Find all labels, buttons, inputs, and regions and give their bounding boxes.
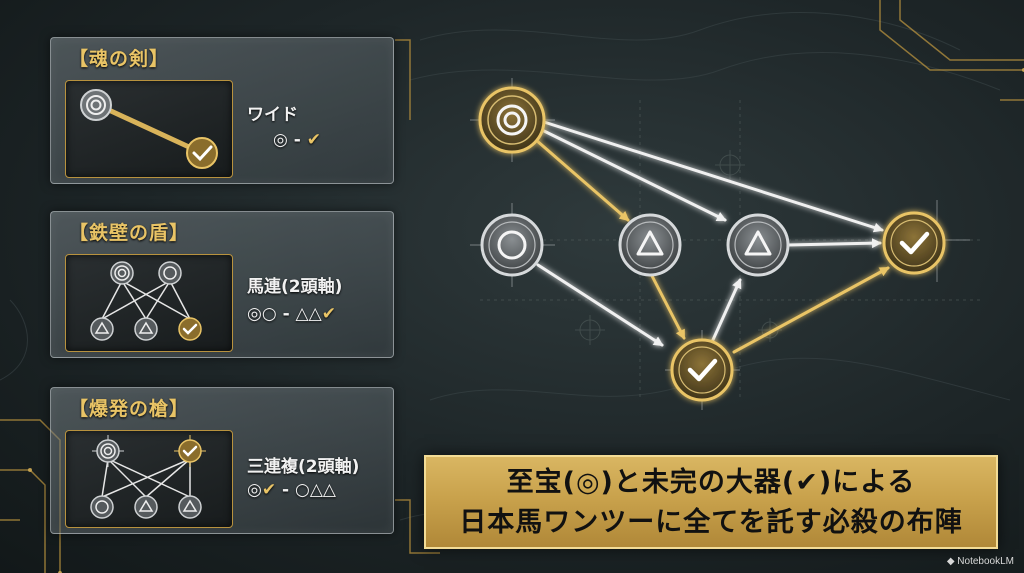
check-icon: ✔	[306, 130, 321, 150]
umaren-bet-graphic	[90, 261, 202, 341]
panel-tamashii-no-tsurugi: 【魂の剣】 ワイド ◎ - ✔	[50, 37, 394, 184]
node-renka-2	[726, 213, 790, 277]
panel-title: 【魂の剣】	[69, 48, 170, 70]
combo-prefix: ◎ -	[273, 130, 307, 150]
node-renka-1	[618, 213, 682, 277]
node-mikan-right	[882, 211, 946, 275]
check-icon	[174, 435, 206, 467]
check-icon: ✔	[321, 304, 336, 324]
umaren-bet-diagram	[65, 254, 233, 352]
caption-line-1: 至宝(◎)と未完の大器(✔)による	[506, 467, 916, 498]
formation-network-diagram	[470, 78, 970, 410]
wide-bet-diagram	[65, 80, 233, 178]
check-icon	[178, 317, 202, 341]
panel-title: 【爆発の槍】	[69, 398, 190, 420]
combo-prefix: ◎	[247, 480, 262, 500]
edge	[534, 138, 630, 222]
edge	[710, 278, 742, 344]
edge	[648, 270, 686, 340]
node-honmei	[478, 86, 546, 154]
triangle-icon	[134, 317, 158, 341]
triangle-icon	[90, 317, 114, 341]
bet-type-label: 三連複(2頭軸)	[247, 457, 360, 477]
check-icon: ✔	[261, 480, 277, 500]
bet-type-label: ワイド	[247, 105, 298, 125]
bet-combination: ◎ - ✔	[273, 130, 321, 150]
brand-watermark: ◆ NotebookLM	[946, 556, 1014, 567]
edge	[786, 238, 882, 249]
caption-banner: 至宝(◎)と未完の大器(✔)による 日本馬ワンツーに全てを託す必殺の布陣	[424, 455, 998, 549]
sanrenpuku-bet-graphic	[90, 435, 206, 519]
wide-bet-graphic	[80, 89, 218, 169]
check-icon	[186, 137, 218, 169]
combo-suffix: - ○△△	[276, 480, 336, 500]
triangle-icon	[178, 495, 202, 519]
panel-bakuhatsu-no-yari: 【爆発の槍】	[50, 387, 394, 534]
node-mikan-bottom	[670, 338, 734, 402]
caption-line-2: 日本馬ワンツーに全てを託す必殺の布陣	[459, 507, 963, 538]
edge	[542, 120, 884, 233]
node-taikou	[480, 213, 544, 277]
bet-combination: ◎✔ - ○△△	[247, 480, 336, 500]
combo-prefix: ◎○ - △△	[247, 304, 322, 324]
panel-title: 【鉄壁の盾】	[69, 222, 190, 244]
circle-icon	[90, 495, 114, 519]
honmei-icon	[92, 435, 124, 467]
bet-combination: ◎○ - △△✔	[247, 304, 336, 324]
edge	[732, 266, 890, 354]
honmei-icon	[110, 261, 134, 285]
panel-teppeki-no-tate: 【鉄壁の盾】	[50, 211, 394, 358]
bet-type-label: 馬連(2頭軸)	[247, 277, 343, 297]
sanrenpuku-bet-diagram	[65, 430, 233, 528]
brand-label: NotebookLM	[957, 556, 1014, 567]
taikou-icon	[158, 261, 182, 285]
edge	[540, 128, 727, 222]
triangle-icon	[134, 495, 158, 519]
edge	[536, 263, 664, 347]
honmei-icon	[80, 89, 112, 121]
